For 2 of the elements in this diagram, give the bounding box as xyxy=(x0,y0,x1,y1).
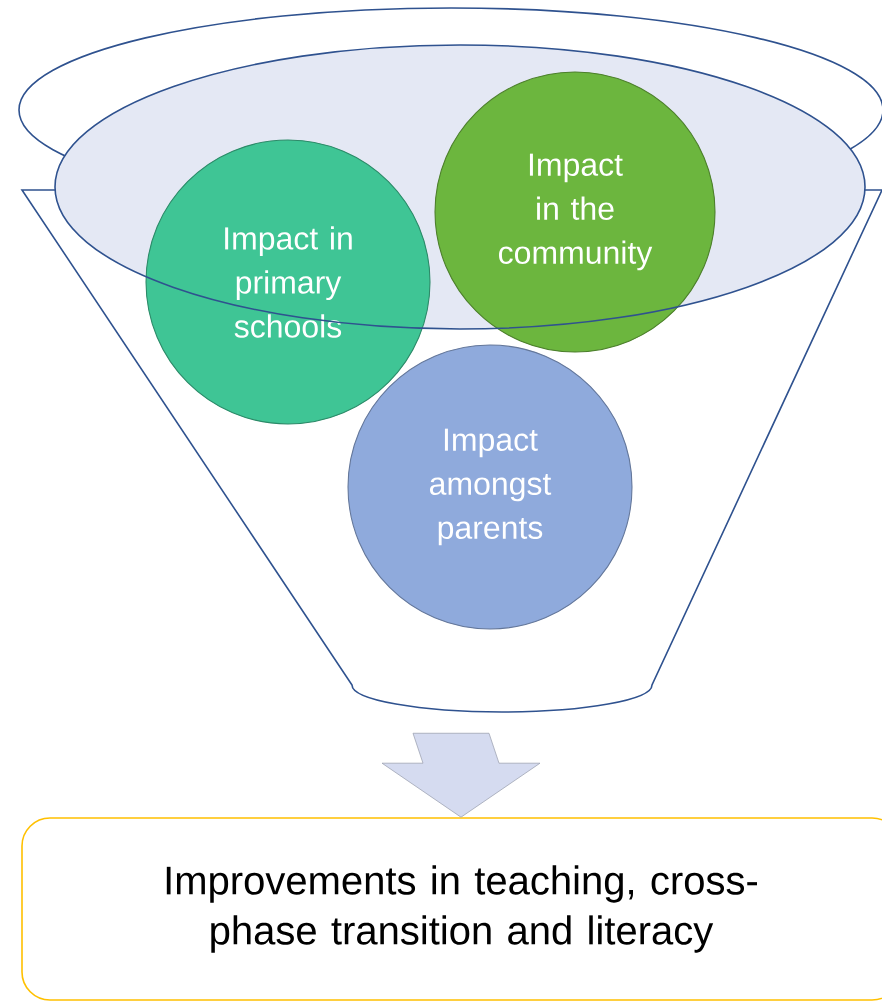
outcome-box: Improvements in teaching, cross-phase transition and literacy xyxy=(21,817,882,1001)
block-arrow xyxy=(381,732,541,818)
